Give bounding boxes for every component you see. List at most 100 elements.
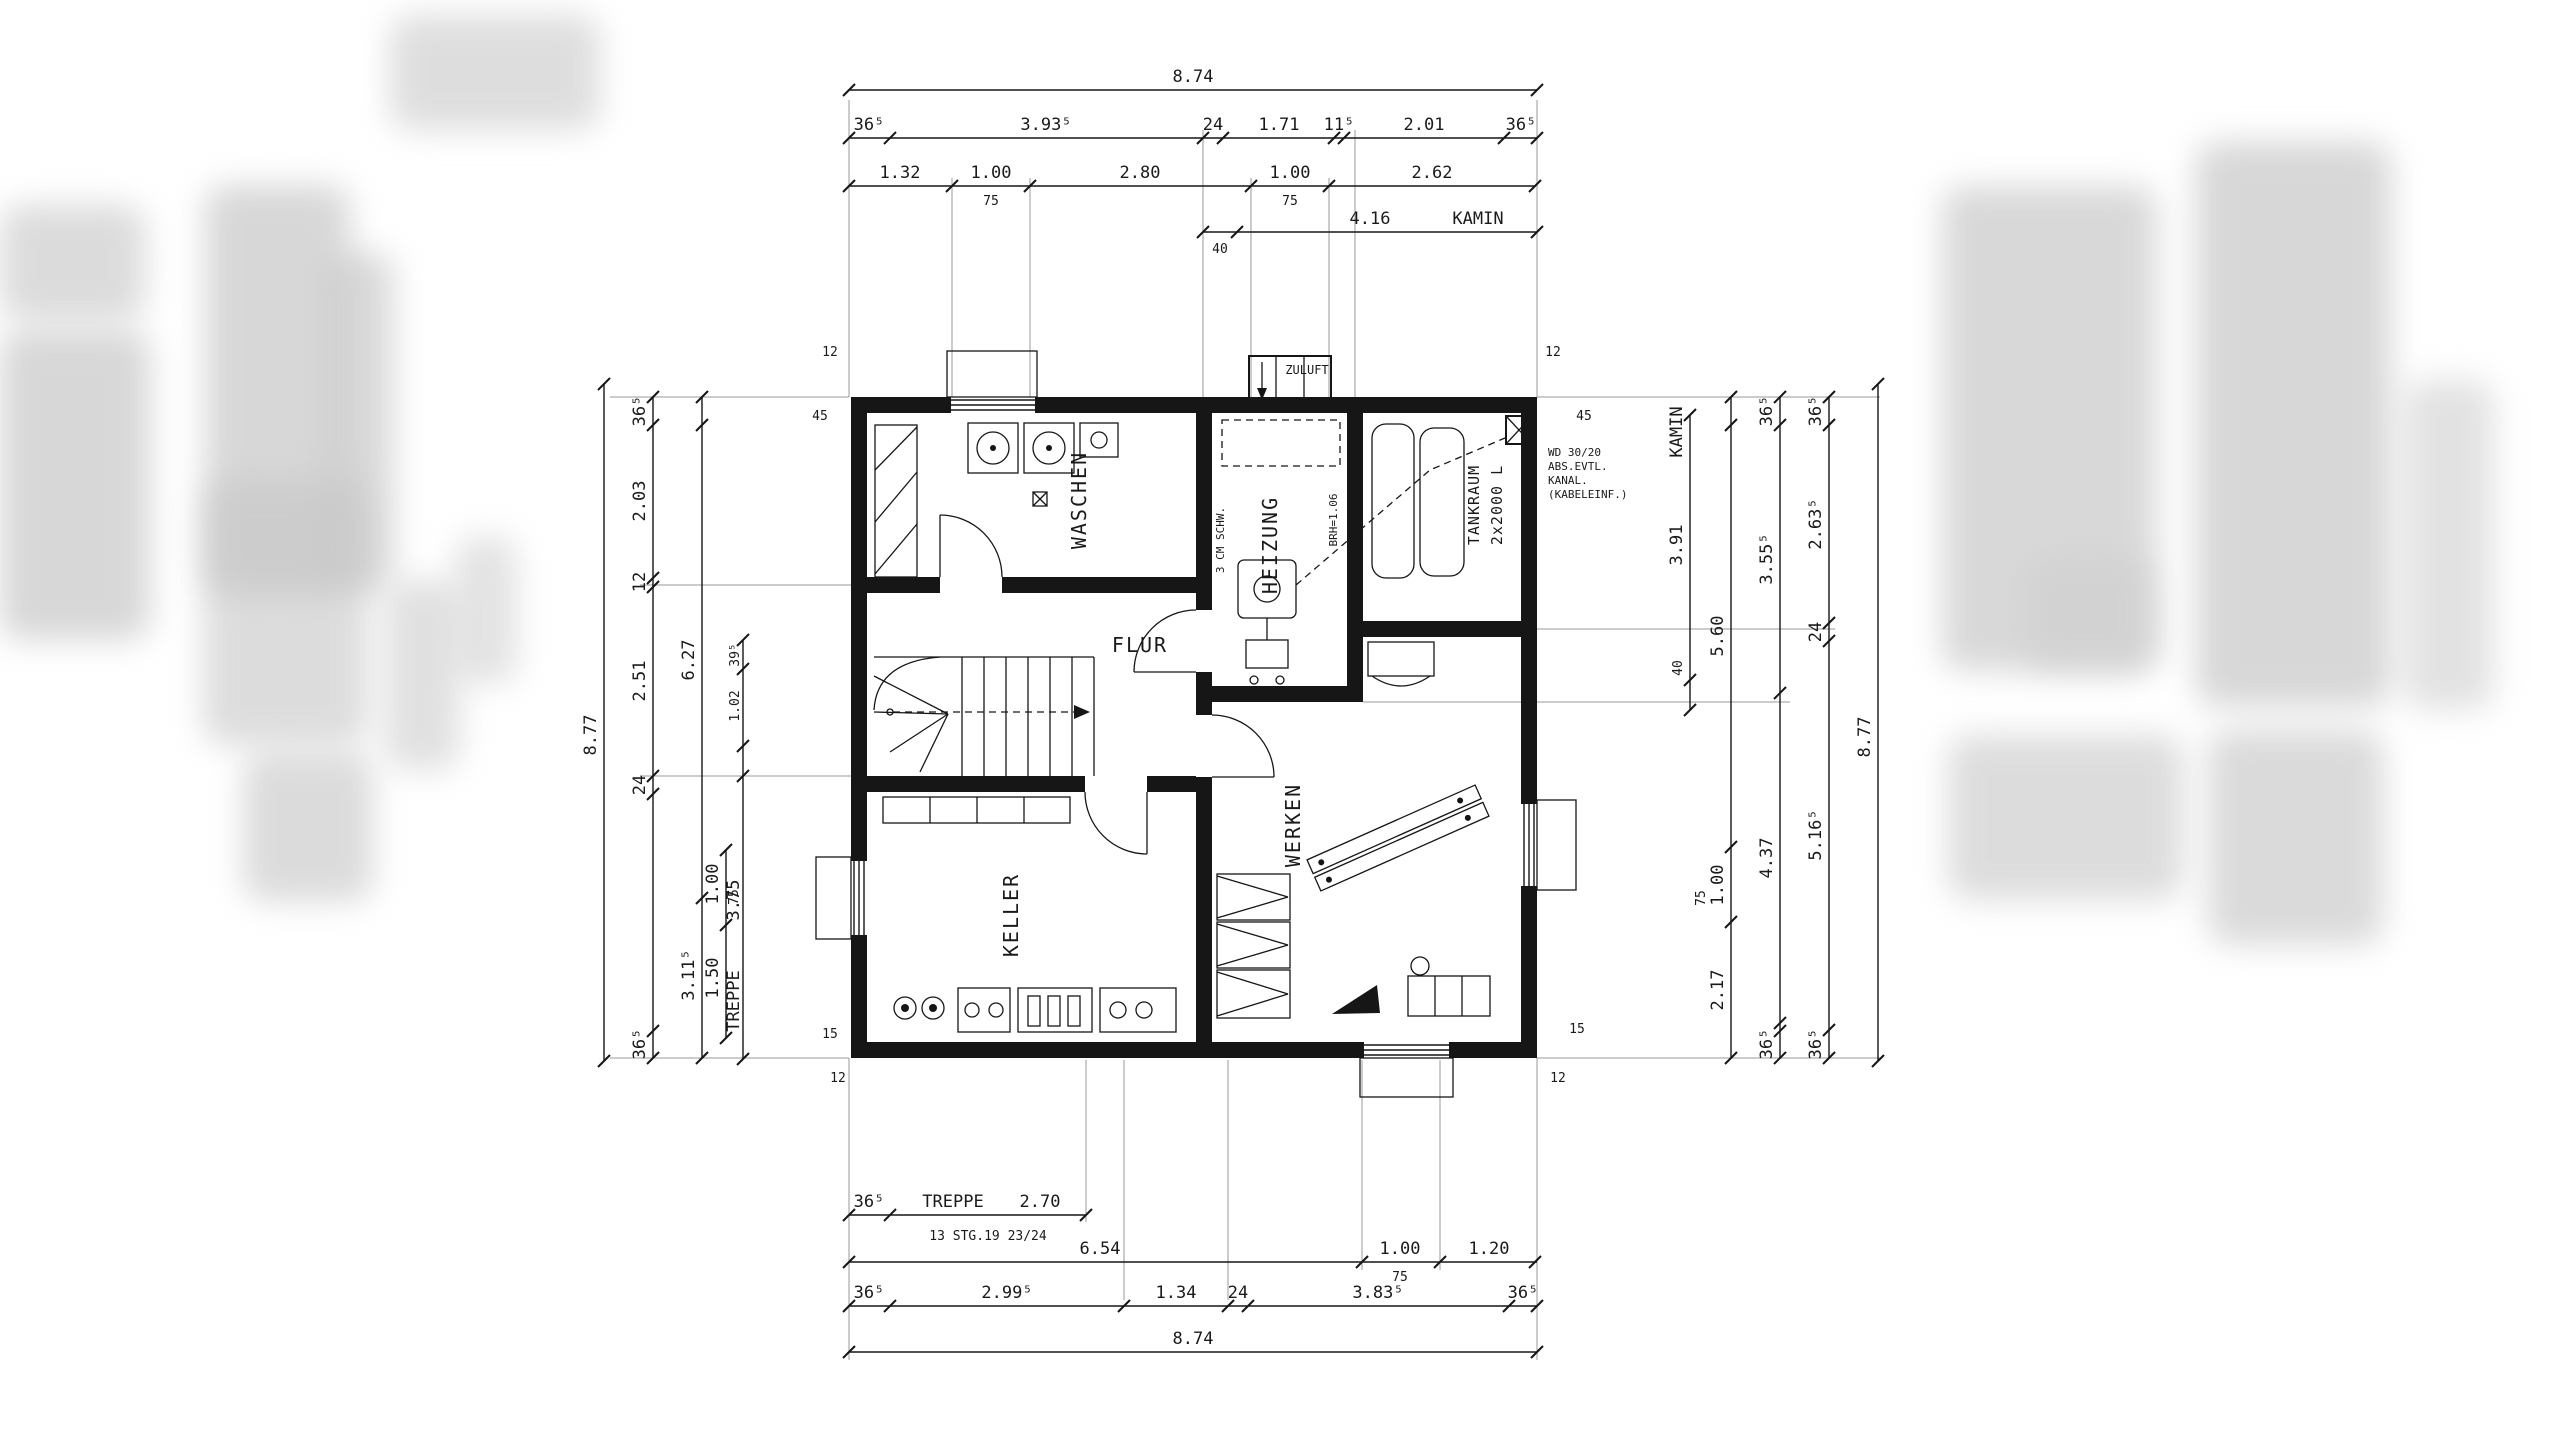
corner-mark: 12 [822, 345, 838, 360]
dimension-tick [1822, 1051, 1836, 1065]
dimension-tick [1773, 418, 1787, 432]
dimension-tick [1355, 1255, 1369, 1269]
kamin-label: KAMIN [1452, 209, 1503, 229]
dim-label: 2.99⁵ [981, 1283, 1032, 1303]
wheelbarrow [1332, 985, 1380, 1014]
dimension-ticks [597, 83, 1885, 1359]
dimension-tick [719, 1031, 733, 1045]
dim-label: 1.00 [1380, 1239, 1421, 1259]
blurred-margin-artifact [390, 15, 600, 130]
treppe-label: TREPPE [724, 970, 744, 1031]
dimension-tick [1196, 131, 1210, 145]
dim-label: 2.01 [1404, 115, 1445, 135]
dimension-tick [646, 390, 660, 404]
stool [1410, 956, 1430, 976]
dim-sub-label: 40 [1212, 242, 1228, 257]
dim-label: 1.32 [880, 163, 921, 183]
blurred-margin-artifact [2404, 380, 2494, 710]
dimension-tick [1079, 1208, 1093, 1222]
dimension-lines [603, 89, 1879, 1353]
dim-label: 36⁵ [854, 115, 885, 135]
wall-duct-note: WD 30/20 ABS.EVTL. KANAL. (KABELEINF.) [1548, 446, 1627, 501]
room-label-werken: WERKEN [1281, 783, 1305, 867]
corner-mark: 12 [1545, 345, 1561, 360]
light-well-top [946, 350, 1038, 398]
interior-walls [867, 413, 1521, 1042]
door-arc-werken [1211, 714, 1275, 778]
dimension-tick [736, 769, 750, 783]
dim-label: 1.20 [1469, 1239, 1510, 1259]
zuluft-label: ZULUFT [1285, 363, 1328, 377]
dim-label: 36⁵ [630, 396, 650, 427]
sink [1079, 422, 1119, 458]
dim-label: 6.54 [1080, 1239, 1121, 1259]
chimney-flue [1505, 415, 1533, 445]
crate [957, 987, 1011, 1033]
dim-sub-label: 75 [1694, 890, 1709, 906]
dimension-tick [1502, 1299, 1516, 1313]
corner-mark: 12 [1550, 1071, 1566, 1086]
dim-sub-label: 39⁵ [728, 643, 743, 666]
door-arc-keller [1084, 791, 1148, 855]
dimension-tick [646, 418, 660, 432]
blurred-margin-artifact [203, 480, 368, 745]
door-arc-heizung [1133, 609, 1197, 673]
bottle-crate [1017, 987, 1093, 1033]
window-top [946, 350, 1038, 413]
dim-label: 2.70 [1020, 1192, 1061, 1212]
dimension-tick [842, 1299, 856, 1313]
corner-mark: 45 [812, 409, 828, 424]
dimension-tick [1530, 131, 1544, 145]
dimension-tick [1528, 179, 1542, 193]
jar [921, 996, 945, 1020]
dimension-tick [1683, 673, 1697, 687]
dimension-tick [736, 662, 750, 676]
dim-label: 3.91 [1667, 525, 1687, 566]
dimension-tick [945, 179, 959, 193]
dimension-tick [1822, 390, 1836, 404]
dimension-tick [1724, 915, 1738, 929]
dim-label: 3.55⁵ [1757, 533, 1777, 584]
dim-sub-label: 75 [1282, 194, 1298, 209]
dimension-tick [842, 83, 856, 97]
shelf-unit [1216, 969, 1291, 1019]
walkline-arrow [1074, 705, 1090, 719]
dim-label: 4.37 [1757, 838, 1777, 879]
dimension-tick [1822, 616, 1836, 630]
dimension-tick [1724, 418, 1738, 432]
dim-label: 36⁵ [630, 1029, 650, 1060]
dim-label: 2.51 [630, 661, 650, 702]
dimension-chain-right: KAMIN 3.91 40 5.60 1.00 75 2.17 36⁵ 3.55… [1667, 396, 1875, 1060]
dimension-tick [646, 1051, 660, 1065]
dimension-tick [1530, 1345, 1544, 1359]
dimension-tick [695, 418, 709, 432]
dim-label: 3.11⁵ [679, 949, 699, 1000]
light-well-right [1536, 799, 1577, 891]
dimension-tick [597, 377, 611, 391]
dimension-tick [736, 633, 750, 647]
extension-lines [610, 100, 1880, 1360]
dimension-tick [1724, 840, 1738, 854]
dimension-tick [1196, 225, 1210, 239]
dimension-tick [1216, 131, 1230, 145]
jar [893, 996, 917, 1020]
workshop-fixtures [1216, 641, 1491, 1019]
dimension-chain-left: 8.77 36⁵ 2.03 12 2.51 24 36⁵ 6.27 3.11⁵ … [581, 396, 744, 1060]
door-arc-waschen [939, 514, 1003, 578]
dim-label: 36⁵ [854, 1283, 885, 1303]
dim-sub-label: 1.02 [728, 690, 743, 721]
dim-label: 1.71 [1259, 115, 1300, 135]
dimension-tick [719, 918, 733, 932]
corner-mark: 12 [830, 1071, 846, 1086]
dimension-tick [1244, 179, 1258, 193]
dimension-tick [597, 1054, 611, 1068]
boiler-room-fixtures [1221, 419, 1506, 685]
dimension-tick [883, 1208, 897, 1222]
tank-room-fixtures [1371, 423, 1465, 579]
dimension-tick [736, 1052, 750, 1066]
dimension-tick [1497, 131, 1511, 145]
dim-label: 2.17 [1708, 970, 1728, 1011]
dimension-tick [842, 131, 856, 145]
dimension-tick [719, 843, 733, 857]
